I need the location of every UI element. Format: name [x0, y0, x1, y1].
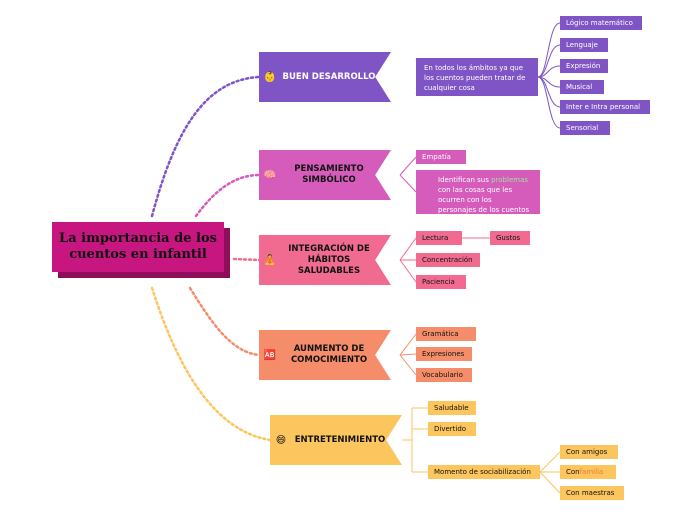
leaf-highlight: familia: [579, 467, 604, 476]
leaf-label: Empatía: [422, 152, 451, 161]
branch-label: INTEGRACIÓN DE HÁBITOS SALUDABLES: [288, 243, 370, 276]
branch-buen-desarrollo[interactable]: 👶 BUEN DESARROLLO: [259, 52, 391, 102]
leaf-label: Saludable: [434, 403, 469, 412]
leaf-logico-matematico[interactable]: Lógico matemático: [560, 16, 642, 30]
note-highlight: problemas: [491, 176, 529, 184]
baby-face-icon: 👶: [263, 71, 277, 83]
link-root-branch-3: [232, 257, 261, 262]
leaf-label: Vocabulario: [422, 370, 463, 379]
branch-integracion-habitos[interactable]: 🧘 INTEGRACIÓN DE HÁBITOS SALUDABLES: [259, 235, 391, 285]
leaf-con-maestras[interactable]: Con maestras: [560, 486, 624, 500]
leaf-divertido[interactable]: Divertido: [428, 422, 476, 436]
leaf-gramatica[interactable]: Gramática: [416, 327, 476, 341]
brain-icon: 🧠: [263, 169, 277, 181]
branch-aumento-conocimiento[interactable]: 🆎 AUNMENTO DE COMOCIMIENTO: [259, 330, 391, 380]
leaf-gustos[interactable]: Gustos: [490, 231, 530, 245]
leaf-label: Con maestras: [566, 488, 615, 497]
branch-pensamiento-simbolico[interactable]: 🧠 PENSAMIENTO SIMBÓLICO: [259, 150, 391, 200]
leaf-concentracion[interactable]: Concentración: [416, 253, 480, 267]
link-root-branch-1: [150, 75, 261, 218]
leaf-label: Lenguaje: [566, 40, 598, 49]
leaf-lenguaje[interactable]: Lenguaje: [560, 38, 608, 52]
meditation-icon: 🧘: [263, 254, 277, 266]
leaf-label: Con: [566, 467, 580, 476]
note-text-tail: con las cosas que les ocurren con los pe…: [438, 186, 530, 214]
leaf-con-amigos[interactable]: Con amigos: [560, 445, 618, 459]
leaf-musical[interactable]: Musical: [560, 80, 604, 94]
leaf-momento-sociabilizacion[interactable]: Momento de sociabilización: [428, 465, 540, 479]
leaf-label: Divertido: [434, 424, 467, 433]
leaf-label: Concentración: [422, 255, 473, 264]
branch-label: BUEN DESARROLLO: [282, 71, 376, 82]
leaf-label: Expresión: [566, 61, 601, 70]
note-text: En todos los ámbitos ya que los cuentos …: [424, 64, 526, 92]
leaf-inter-intra-personal[interactable]: Inter e Intra personal: [560, 100, 650, 114]
leaf-label: Con amigos: [566, 447, 608, 456]
leaf-label: Lógico matemático: [566, 18, 633, 27]
leaf-paciencia[interactable]: Paciencia: [416, 275, 466, 289]
leaf-expresiones[interactable]: Expresiones: [416, 347, 472, 361]
branch-label: ENTRETENIMIENTO: [294, 434, 386, 445]
leaf-label: Gustos: [496, 233, 521, 242]
leaf-label: Lectura: [422, 233, 449, 242]
leaf-con-familia[interactable]: Con familia: [560, 465, 616, 479]
leaf-label: Inter e Intra personal: [566, 102, 641, 111]
leaf-empatia[interactable]: Empatía: [416, 150, 466, 164]
branch-entretenimiento[interactable]: 😄 ENTRETENIMIENTO: [270, 415, 402, 465]
note-pensamiento-simbolico[interactable]: Identifican sus problemas con las cosas …: [416, 170, 540, 214]
grin-face-icon: 😄: [275, 434, 287, 446]
root-title: La importancia de los cuentos en infanti…: [59, 231, 217, 262]
note-buen-desarrollo[interactable]: En todos los ámbitos ya que los cuentos …: [416, 58, 538, 96]
leaf-expresion[interactable]: Expresión: [560, 59, 608, 73]
leaf-lectura[interactable]: Lectura: [416, 231, 462, 245]
leaf-label: Musical: [566, 82, 593, 91]
root-node[interactable]: La importancia de los cuentos en infanti…: [52, 222, 224, 272]
link-root-branch-2: [194, 173, 261, 218]
link-root-branch-4: [188, 286, 261, 357]
link-root-branch-5: [150, 286, 272, 442]
leaf-sensorial[interactable]: Sensorial: [560, 121, 610, 135]
branch-label: AUNMENTO DE COMOCIMIENTO: [290, 344, 368, 365]
leaf-label: Paciencia: [422, 277, 455, 286]
leaf-label: Expresiones: [422, 349, 465, 358]
leaf-label: Sensorial: [566, 123, 599, 132]
note-text: Identifican sus: [438, 176, 492, 184]
leaf-label: Gramática: [422, 329, 459, 338]
branch-label: PENSAMIENTO SIMBÓLICO: [294, 164, 364, 185]
leaf-label: Momento de sociabilización: [434, 467, 531, 476]
leaf-vocabulario[interactable]: Vocabulario: [416, 368, 472, 382]
leaf-saludable[interactable]: Saludable: [428, 401, 476, 415]
ab-icon: 🆎: [263, 349, 277, 361]
